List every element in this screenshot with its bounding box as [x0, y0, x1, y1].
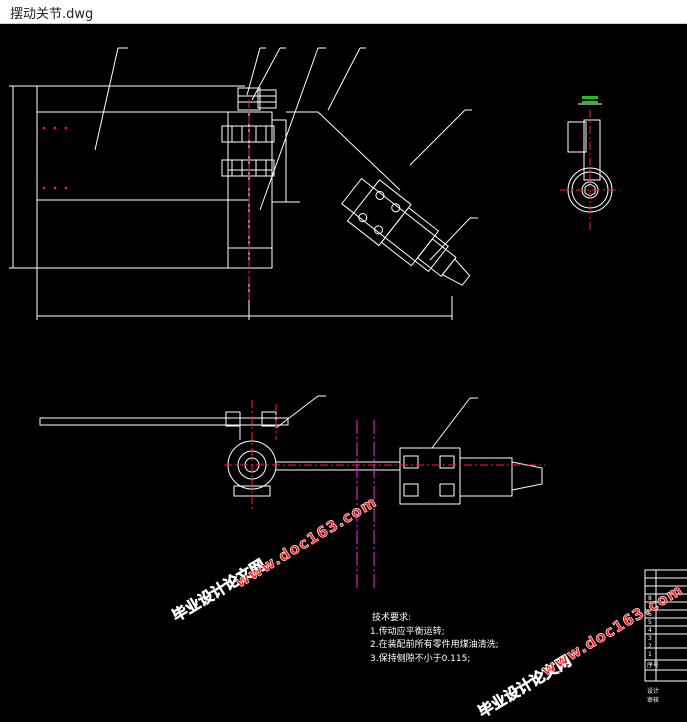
- note-line-3: 3.保持侧隙不小于0.115;: [370, 653, 471, 664]
- drawing-canvas[interactable]: 8 7 6 5 4 3 2 1 序号 设计 审核 技术要求: 1.传动应平衡运转…: [0, 24, 687, 721]
- side-view-bracket: [567, 121, 587, 153]
- base-bar: [39, 417, 289, 426]
- hole-marks: [42, 126, 68, 190]
- note-line-2: 2.在装配前所有零件用煤油清洗;: [370, 640, 499, 650]
- phantom-lines: [356, 420, 375, 590]
- main-plate: [36, 111, 250, 201]
- side-view-dimension-mark: [582, 96, 598, 103]
- note-line-1: 1.传动应平衡运转;: [370, 626, 445, 637]
- gripper-assembly: [341, 177, 471, 286]
- notes-heading: 技术要求:: [372, 613, 412, 623]
- centerlines: [224, 100, 620, 510]
- technical-notes: 技术要求: 1.传动应平衡运转; 2.在装配前所有零件用煤油清洗; 3.保持侧隙…: [370, 612, 499, 666]
- title-block-text: 8 7 6 5 4 3 2 1 序号 设计 审核: [647, 595, 660, 704]
- column-body: [227, 111, 273, 269]
- title-bar: 摆动关节.dwg: [0, 0, 687, 24]
- end-effector-tip: [511, 461, 543, 491]
- cad-drawing: [9, 47, 687, 682]
- file-tab-title[interactable]: 摆动关节.dwg: [10, 7, 94, 22]
